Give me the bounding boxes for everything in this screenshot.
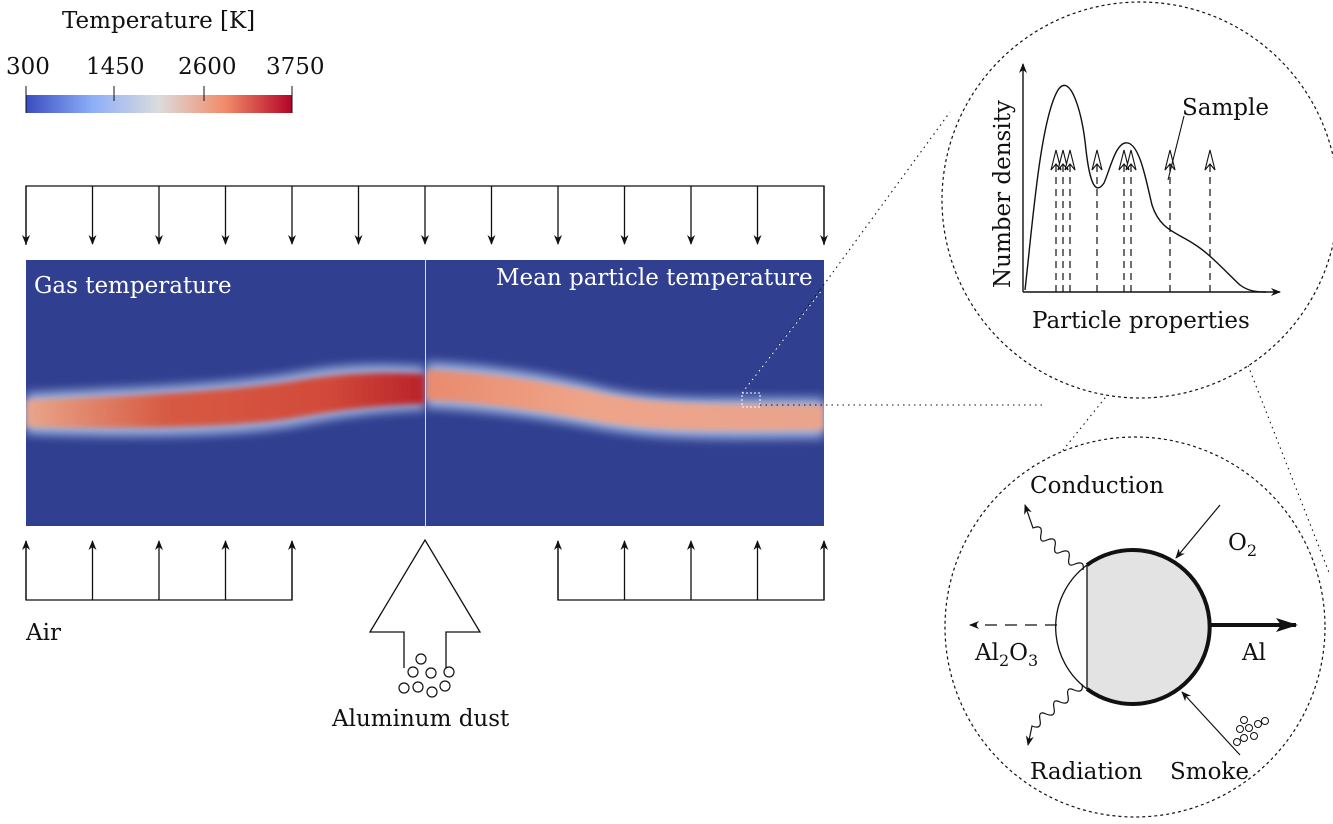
sample-pointer-line bbox=[1167, 115, 1185, 181]
colorbar-tick-300: 300 bbox=[6, 54, 50, 80]
pdf-sample-arrowhead bbox=[1118, 149, 1130, 171]
dust-particles-icon bbox=[398, 653, 455, 698]
pdf-sample-arrowhead bbox=[1204, 149, 1216, 171]
bottom-inflow: Air Aluminum dust bbox=[22, 538, 828, 732]
al2o3-label-sub2: 2 bbox=[999, 651, 1009, 670]
sample-label: Sample bbox=[1182, 95, 1269, 121]
particle-temperature-band bbox=[426, 362, 824, 439]
colorbar-tick-2600: 2600 bbox=[178, 54, 237, 80]
zoom-connectors bbox=[741, 111, 1331, 576]
conduction-arrow bbox=[1024, 504, 1084, 571]
sample-region-box bbox=[741, 392, 761, 408]
particle-temperature-label: Mean particle temperature bbox=[496, 265, 813, 291]
al2o3-label-al: Al bbox=[974, 640, 999, 666]
pdf-inset: Sample Number density Particle propertie… bbox=[941, 1, 1333, 399]
o2-label: O2 bbox=[1228, 530, 1257, 560]
colorbar-tick-1450: 1450 bbox=[86, 54, 145, 80]
gas-temperature-label: Gas temperature bbox=[34, 273, 232, 299]
o2-arrow bbox=[1175, 504, 1221, 559]
particle-outline-thick bbox=[1085, 548, 1212, 706]
al2o3-label-sub3: 3 bbox=[1028, 651, 1038, 670]
air-label: Air bbox=[25, 620, 61, 646]
al-label: Al bbox=[1241, 640, 1266, 666]
temperature-field: Gas temperature Mean particle temperatur… bbox=[26, 260, 824, 526]
al2o3-label-o: O bbox=[1009, 640, 1028, 666]
dust-inflow-arrow bbox=[368, 538, 482, 668]
pdf-y-axis-label: Number density bbox=[990, 100, 1016, 288]
radiation-arrow bbox=[1025, 683, 1083, 746]
particle-oxide-cap bbox=[1055, 565, 1087, 689]
colorbar-title: Temperature [K] bbox=[62, 8, 255, 34]
pdf-x-axis-label: Particle properties bbox=[1032, 308, 1250, 334]
pdf-sample-arrowhead bbox=[1057, 149, 1069, 171]
o2-label-main: O bbox=[1228, 530, 1247, 556]
al2o3-label: Al2O3 bbox=[974, 640, 1038, 670]
radiation-label: Radiation bbox=[1030, 759, 1143, 785]
conduction-label: Conduction bbox=[1030, 473, 1164, 499]
particle-inset: Conduction O2 Al Al2O3 Radiation Smoke bbox=[944, 436, 1326, 818]
gas-temperature-band bbox=[26, 364, 425, 437]
particle-outline-thin bbox=[1055, 564, 1088, 690]
particle-aluminum-core bbox=[1087, 550, 1210, 704]
pdf-samples bbox=[1050, 149, 1216, 292]
pdf-sample-arrowhead bbox=[1091, 149, 1103, 171]
smoke-label: Smoke bbox=[1170, 759, 1249, 785]
pdf-sample-arrowhead bbox=[1064, 149, 1076, 171]
pdf-sample-arrowhead bbox=[1050, 149, 1062, 171]
smoke-arrow bbox=[1181, 691, 1241, 756]
smoke-particles-icon bbox=[1233, 716, 1269, 746]
o2-label-sub: 2 bbox=[1247, 541, 1257, 560]
aluminum-dust-label: Aluminum dust bbox=[331, 706, 510, 732]
top-inflow-arrows bbox=[22, 185, 828, 245]
pdf-density-curve bbox=[1024, 84, 1267, 293]
colorbar-gradient bbox=[26, 95, 292, 113]
pdf-sample-arrowhead bbox=[1125, 149, 1137, 171]
colorbar: Temperature [K] 300 1450 2600 3750 bbox=[6, 8, 325, 113]
pdf-inset-circle bbox=[941, 1, 1333, 399]
pdf-sample-arrowhead bbox=[1164, 149, 1176, 171]
colorbar-tick-3750: 3750 bbox=[266, 54, 325, 80]
